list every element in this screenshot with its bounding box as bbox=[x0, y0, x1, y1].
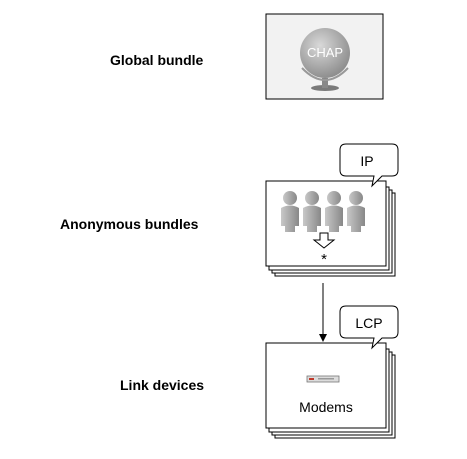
ip-callout bbox=[339, 143, 399, 188]
down-arrow-icon bbox=[312, 232, 336, 249]
ip-label: IP bbox=[360, 153, 373, 169]
globe-icon bbox=[300, 28, 350, 91]
wildcard-star: * bbox=[321, 251, 327, 268]
anonymous-bundles-label: Anonymous bundles bbox=[60, 216, 199, 232]
users-icon bbox=[281, 191, 365, 232]
global-bundle-box: CHAP bbox=[265, 13, 384, 100]
modem-icon bbox=[306, 375, 340, 383]
link-devices-label: Link devices bbox=[120, 377, 205, 393]
chap-label: CHAP bbox=[307, 45, 343, 60]
modems-label: Modems bbox=[299, 399, 353, 415]
lcp-label: LCP bbox=[355, 315, 382, 331]
global-bundle-label: Global bundle bbox=[110, 52, 204, 68]
lcp-callout bbox=[339, 305, 399, 350]
link-devices-stack bbox=[265, 342, 396, 439]
anonymous-bundles-stack: * bbox=[265, 180, 396, 277]
